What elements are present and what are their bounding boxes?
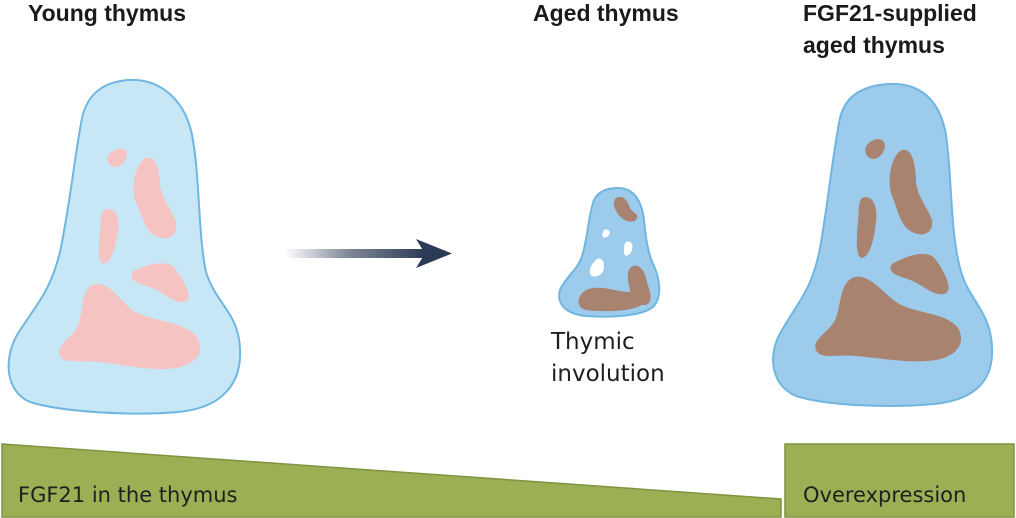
overexpression-label: Overexpression (803, 483, 966, 507)
supplied-patch (815, 276, 962, 362)
supplied-patch (889, 149, 933, 235)
supplied-thymus-organ (772, 82, 994, 407)
aged-white-spot (602, 229, 610, 238)
fgf21-decline-label: FGF21 in the thymus (18, 483, 237, 507)
supplied-thymus-heading-line1: FGF21-supplied (803, 0, 977, 26)
supplied-patch (890, 253, 949, 295)
young-patch (133, 157, 177, 239)
aged-thymus-organ (558, 186, 661, 318)
young-patch (98, 209, 119, 264)
young-thymus-heading: Young thymus (28, 0, 186, 26)
young-patch (107, 148, 127, 167)
aged-white-spot (624, 241, 633, 256)
thymic-involution-label-line1: Thymic (550, 329, 635, 355)
supplied-thymus-heading-line2: aged thymus (803, 32, 945, 58)
aged-white-spot (589, 258, 604, 277)
fgf21-decline-bar: FGF21 in the thymus (1, 443, 782, 518)
overexpression-block (784, 443, 1015, 518)
young-thymus-organ (7, 78, 242, 415)
supplied-patch (856, 197, 877, 258)
young-patch (59, 284, 201, 370)
young-patch (131, 263, 189, 303)
fgf21-overexpression-bar: Overexpression (784, 443, 1015, 518)
aging-arrow-head (416, 239, 452, 268)
aging-arrow (285, 239, 452, 268)
fgf21-decline-wedge (1, 443, 782, 518)
aging-arrow-shaft (285, 249, 425, 258)
aged-patch (578, 287, 644, 312)
aged-thymus-heading: Aged thymus (533, 0, 679, 26)
supplied-patch (865, 139, 885, 159)
aged-patch (613, 196, 638, 222)
thymic-involution-label-line2: involution (551, 361, 665, 387)
